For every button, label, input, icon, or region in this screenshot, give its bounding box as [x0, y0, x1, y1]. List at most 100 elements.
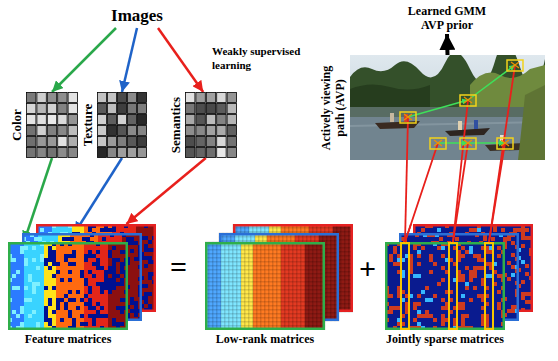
matrix-cell: [116, 228, 120, 232]
grid-cell: [118, 137, 127, 147]
matrix-cell: [40, 318, 44, 322]
matrix-cell: [40, 282, 44, 286]
matrix-cell: [28, 258, 32, 262]
matrix-cell: [72, 250, 76, 254]
matrix-cell: [32, 302, 36, 306]
matrix-cell: [68, 250, 72, 254]
matrix-cell: [84, 282, 88, 286]
matrix-cell: [16, 298, 20, 302]
matrix-cell: [76, 274, 80, 278]
matrix-cell: [62, 237, 66, 241]
matrix-cell: [72, 246, 76, 250]
matrix-cell: [12, 322, 16, 326]
matrix-cell: [84, 266, 88, 270]
matrix-cell: [144, 260, 148, 264]
matrix-cell: [96, 250, 100, 254]
matrix-cell: [20, 282, 24, 286]
matrix-cell: [28, 286, 32, 290]
matrix-cell: [88, 322, 92, 326]
fixation-box: [497, 138, 513, 149]
matrix-cell: [16, 310, 20, 314]
matrix-cell: [48, 318, 52, 322]
matrix-cell: [144, 276, 148, 280]
matrix-cell: [48, 286, 52, 290]
matrix-cell: [48, 302, 52, 306]
matrix-cell: [134, 277, 138, 281]
matrix-cell: [84, 290, 88, 294]
matrix-cell: [28, 270, 32, 274]
matrix-cell: [134, 261, 138, 265]
grid-cell: [206, 148, 215, 158]
matrix-cell: [144, 268, 148, 272]
connector: [75, 158, 122, 233]
connector: [405, 160, 407, 224]
photo-detail: [474, 120, 478, 129]
matrix-cell: [144, 272, 148, 276]
matrix-cell: [40, 290, 44, 294]
matrix-cell: [88, 246, 92, 250]
matrix-cell: [64, 290, 68, 294]
matrix-cell: [12, 274, 16, 278]
matrix-cell: [68, 302, 72, 306]
matrix-cell: [112, 228, 116, 232]
matrix-cell: [52, 314, 56, 318]
matrix-cell: [16, 274, 20, 278]
grid-cell: [128, 104, 137, 114]
fixation-mark: [511, 62, 519, 68]
gaze-arrow: [438, 142, 468, 144]
matrix-cell: [68, 228, 72, 232]
matrix-cell: [12, 258, 16, 262]
matrix-cell: [80, 290, 84, 294]
matrix-cell: [12, 278, 16, 282]
matrix-cell: [44, 246, 48, 250]
matrix-stack: [8, 224, 156, 330]
matrix-cell: [96, 290, 100, 294]
matrix-cell: [16, 306, 20, 310]
matrix-cell: [32, 246, 36, 250]
matrix-cell: [122, 237, 126, 241]
matrix-cell: [84, 254, 88, 258]
grid-cell: [37, 104, 46, 114]
matrix-cell: [32, 286, 36, 290]
gaze-arrow: [468, 142, 505, 144]
matrix-cell: [88, 270, 92, 274]
matrix-cell: [88, 314, 92, 318]
matrix-cell: [72, 298, 76, 302]
matrix-cell: [92, 266, 96, 270]
matrix-cell: [28, 302, 32, 306]
grid-cell: [37, 115, 46, 125]
matrix-cell: [40, 262, 44, 266]
matrix-cell: [88, 310, 92, 314]
matrix-cell: [36, 294, 40, 298]
matrix-cell: [56, 306, 60, 310]
matrix-cell: [20, 318, 24, 322]
matrix-cell: [40, 310, 44, 314]
matrix-cell: [40, 302, 44, 306]
matrix-cell: [84, 306, 88, 310]
matrix-cell: [56, 298, 60, 302]
matrix-cell: [44, 302, 48, 306]
matrix-cell: [134, 305, 138, 309]
matrix-cell: [144, 296, 148, 300]
grid-cell: [27, 93, 36, 103]
matrix-cell: [134, 297, 138, 301]
matrix-cell: [60, 254, 64, 258]
matrix-cell: [48, 322, 52, 326]
matrix-cell: [30, 237, 34, 241]
matrix-cell: [36, 318, 40, 322]
fixation-mark: [434, 140, 442, 146]
matrix-cell: [88, 278, 92, 282]
matrix-cell: [148, 268, 152, 272]
matrix-cell: [148, 280, 152, 284]
matrix-cell: [68, 322, 72, 326]
matrix-cell: [134, 257, 138, 261]
matrix-cell: [60, 250, 64, 254]
matrix-cell: [72, 278, 76, 282]
matrix-cell: [130, 305, 134, 309]
matrix-cell: [84, 298, 88, 302]
grid-cell: [108, 137, 117, 147]
matrix-cell: [82, 237, 86, 241]
matrix-cell: [134, 265, 138, 269]
matrix-cell: [26, 237, 30, 241]
matrix-cell: [24, 274, 28, 278]
